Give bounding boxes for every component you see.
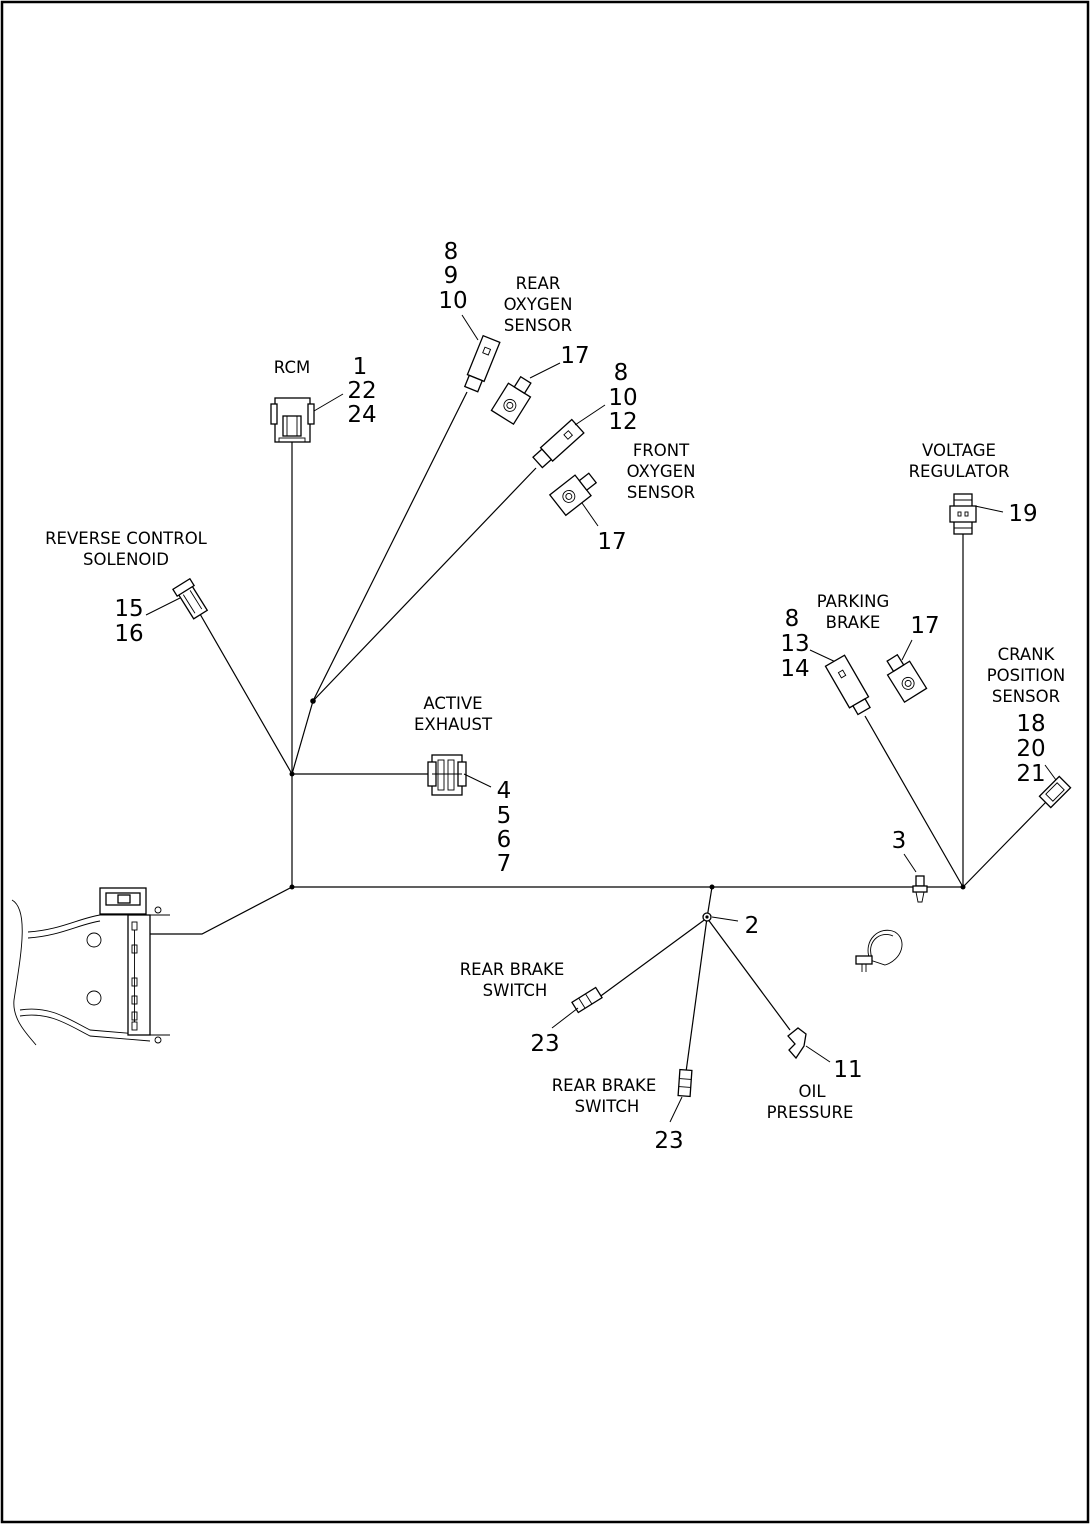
svg-text:SENSOR: SENSOR (504, 316, 572, 335)
oil-pressure-callout: 11 (833, 1057, 862, 1083)
svg-text:20: 20 (1016, 736, 1045, 762)
svg-text:1: 1 (353, 354, 368, 380)
active-exhaust-label: ACTIVE EXHAUST (414, 694, 493, 734)
harness-fastener-icon (912, 875, 928, 903)
svg-text:VOLTAGE: VOLTAGE (922, 441, 996, 460)
svg-text:REAR BRAKE: REAR BRAKE (460, 960, 565, 979)
svg-text:10: 10 (608, 385, 637, 411)
svg-text:REAR BRAKE: REAR BRAKE (552, 1076, 657, 1095)
svg-text:8: 8 (785, 606, 800, 632)
voltage-regulator-connector-icon (949, 493, 977, 535)
svg-text:SENSOR: SENSOR (992, 687, 1060, 706)
svg-text:PARKING: PARKING (817, 592, 889, 611)
cable-strap-icon (855, 929, 903, 972)
svg-text:5: 5 (497, 803, 512, 829)
svg-text:4: 4 (497, 778, 512, 804)
svg-text:6: 6 (497, 827, 512, 853)
oil-pressure-sensor-icon (787, 1027, 807, 1060)
junction-icon (702, 912, 712, 922)
rear-brake-switch-1-connector-icon (571, 986, 603, 1014)
crank-position-callout: 18 20 21 (1016, 711, 1045, 787)
rcm-label: RCM (274, 358, 310, 377)
svg-text:FRONT: FRONT (633, 441, 690, 460)
rcm-callout: 1 22 24 (347, 354, 376, 428)
svg-text:OIL: OIL (798, 1082, 826, 1101)
svg-text:14: 14 (780, 656, 809, 682)
parking-brake-clip-callout: 17 (910, 613, 939, 639)
rear-oxygen-clip-icon (490, 375, 532, 426)
parking-brake-connector-icon (824, 654, 871, 716)
fastener-callout: 3 (892, 828, 907, 854)
svg-text:REVERSE CONTROL: REVERSE CONTROL (45, 529, 208, 548)
active-exhaust-connector-icon (427, 754, 467, 796)
rear-brake-switch-1-callout: 23 (530, 1031, 559, 1057)
svg-text:10: 10 (438, 288, 467, 314)
rear-oxygen-label: REAR OXYGEN SENSOR (504, 274, 573, 335)
rear-brake-switch-1-label: REAR BRAKE SWITCH (460, 960, 565, 1000)
rear-brake-switch-2-label: REAR BRAKE SWITCH (552, 1076, 657, 1116)
front-oxygen-clip-icon (548, 472, 598, 517)
svg-text:EXHAUST: EXHAUST (414, 715, 493, 734)
rear-oxygen-clip-callout: 17 (560, 343, 589, 369)
svg-text:21: 21 (1016, 761, 1045, 787)
front-oxygen-connector-icon (532, 418, 585, 469)
harness-wires (150, 391, 1047, 1073)
rear-brake-switch-2-connector-icon (677, 1068, 693, 1098)
front-oxygen-label: FRONT OXYGEN SENSOR (627, 441, 696, 502)
svg-text:OXYGEN: OXYGEN (504, 295, 573, 314)
oil-pressure-label: OIL PRESSURE (767, 1082, 854, 1122)
rear-oxygen-callout: 8 9 10 (438, 239, 467, 314)
svg-text:SENSOR: SENSOR (627, 483, 695, 502)
reverse-solenoid-connector-icon (172, 577, 209, 620)
svg-text:REAR: REAR (516, 274, 561, 293)
parking-brake-label: PARKING BRAKE (817, 592, 889, 632)
reverse-solenoid-callout: 15 16 (114, 596, 143, 647)
rear-brake-switch-2-callout: 23 (654, 1128, 683, 1154)
svg-text:7: 7 (497, 851, 512, 877)
svg-text:BRAKE: BRAKE (826, 613, 881, 632)
voltage-regulator-callout: 19 (1008, 501, 1037, 527)
junction-callout: 2 (745, 913, 760, 939)
svg-text:24: 24 (347, 402, 376, 428)
svg-text:9: 9 (444, 263, 459, 289)
svg-text:15: 15 (114, 596, 143, 622)
svg-text:OXYGEN: OXYGEN (627, 462, 696, 481)
svg-text:13: 13 (780, 631, 809, 657)
reverse-solenoid-label: REVERSE CONTROL SOLENOID (45, 529, 208, 569)
svg-text:PRESSURE: PRESSURE (767, 1103, 854, 1122)
active-exhaust-callout: 4 5 6 7 (497, 778, 512, 877)
parking-brake-callout: 8 13 14 (780, 606, 809, 682)
voltage-regulator-label: VOLTAGE REGULATOR (909, 441, 1010, 481)
svg-text:SWITCH: SWITCH (483, 981, 548, 1000)
front-oxygen-callout: 8 10 12 (608, 360, 637, 435)
crank-position-connector-icon (1038, 775, 1072, 809)
rcm-connector-icon (270, 397, 315, 443)
svg-text:POSITION: POSITION (987, 666, 1066, 685)
svg-text:22: 22 (347, 378, 376, 404)
svg-text:12: 12 (608, 409, 637, 435)
svg-text:8: 8 (444, 239, 459, 265)
rear-oxygen-connector-icon (463, 334, 501, 393)
main-harness-connector-icon (11, 887, 170, 1046)
svg-text:16: 16 (114, 621, 143, 647)
front-oxygen-clip-callout: 17 (597, 529, 626, 555)
svg-text:SWITCH: SWITCH (575, 1097, 640, 1116)
svg-text:SOLENOID: SOLENOID (83, 550, 169, 569)
crank-position-label: CRANK POSITION SENSOR (987, 645, 1066, 706)
svg-text:18: 18 (1016, 711, 1045, 737)
svg-text:CRANK: CRANK (998, 645, 1056, 664)
svg-text:REGULATOR: REGULATOR (909, 462, 1010, 481)
parking-brake-clip-icon (886, 653, 928, 704)
svg-text:ACTIVE: ACTIVE (423, 694, 482, 713)
svg-text:8: 8 (614, 360, 629, 386)
